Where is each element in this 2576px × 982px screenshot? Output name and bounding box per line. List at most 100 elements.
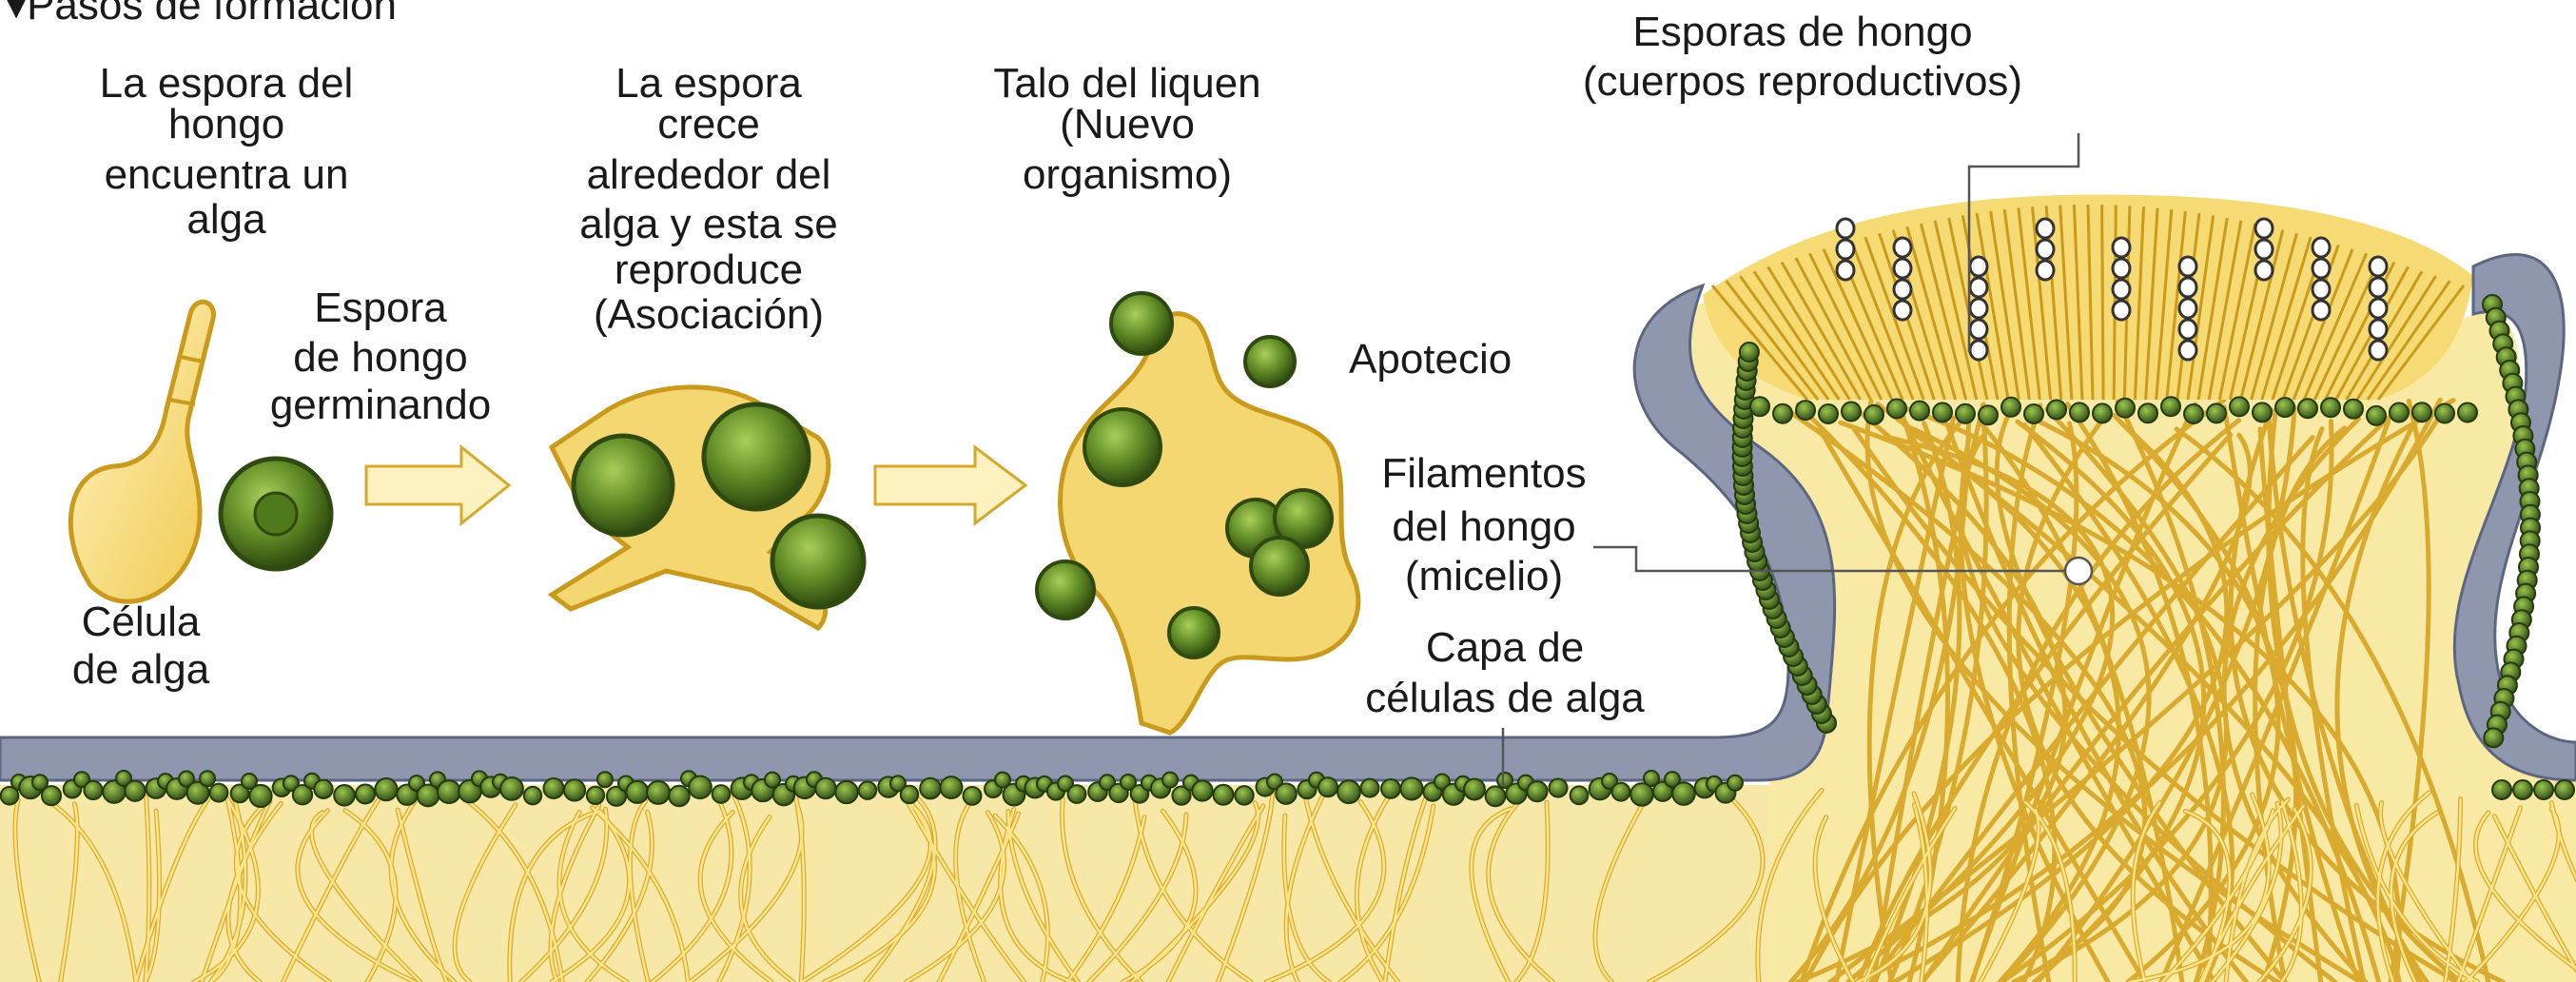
label-line: del hongo xyxy=(1392,503,1575,550)
label-line: Esporas de hongo xyxy=(1632,9,1972,55)
algal-bead xyxy=(712,785,731,803)
algal-bead xyxy=(1979,405,1998,424)
algal-bead xyxy=(2492,780,2511,799)
fungal-spore xyxy=(1837,219,1854,238)
fungal-spore xyxy=(1970,278,1987,297)
algal-bead xyxy=(1727,776,1743,791)
step3-caption-line: Talo del liquen xyxy=(993,60,1260,107)
algal-bead xyxy=(2390,403,2409,422)
algal-cell xyxy=(1084,409,1161,485)
algal-bead xyxy=(1887,400,1906,419)
algal-bead xyxy=(1162,773,1178,788)
step2-illustration xyxy=(552,387,864,628)
algal-cell xyxy=(772,516,864,607)
algal-cell xyxy=(1037,561,1094,619)
label-line: (cuerpos reproductivos) xyxy=(1583,58,2022,105)
step3-illustration xyxy=(1037,293,1358,733)
step2-caption-line: crece xyxy=(657,101,760,147)
step2-caption-line: La espora xyxy=(615,60,802,107)
algal-bead xyxy=(1842,403,1861,422)
label-line: Espora xyxy=(314,285,447,331)
fungal-spore xyxy=(2037,261,2054,280)
algal-cell xyxy=(1111,293,1172,354)
label-apothecium: Apotecio xyxy=(1349,336,1512,383)
algal-bead xyxy=(1381,779,1400,798)
algal-bead xyxy=(1819,404,1838,423)
fungal-spore xyxy=(2179,341,2196,360)
algal-bead xyxy=(647,781,670,804)
germinating-spore xyxy=(70,302,213,601)
algal-bead xyxy=(2207,403,2226,422)
algal-bead xyxy=(543,778,563,798)
fungal-spore xyxy=(1970,320,1987,339)
label-line: Capa de xyxy=(1426,624,1584,671)
fungal-spore xyxy=(1970,299,1987,318)
algal-bead xyxy=(2116,399,2135,418)
algal-bead xyxy=(669,786,689,806)
algal-bead xyxy=(941,776,963,798)
algal-bead xyxy=(2298,399,2317,418)
fungal-spore xyxy=(2113,259,2130,278)
label-spore-germinating: Espora de hongo germinando xyxy=(270,285,491,428)
step-arrow-icon xyxy=(875,447,1025,523)
algal-bead xyxy=(356,784,375,803)
algal-bead xyxy=(2161,397,2180,416)
algal-bead xyxy=(2001,398,2020,417)
algal-bead xyxy=(1192,780,1212,800)
algal-cell xyxy=(574,436,673,535)
algal-cell-nucleus xyxy=(255,493,297,535)
algal-bead xyxy=(1337,780,1360,803)
fungal-spore xyxy=(1837,261,1854,280)
algal-cell xyxy=(704,404,809,509)
algal-bead xyxy=(597,772,613,787)
algal-bead xyxy=(438,780,460,803)
algal-bead xyxy=(84,781,102,799)
step1-caption-line: encuentra un xyxy=(105,151,349,198)
step2-caption-line: alga y esta se xyxy=(579,201,838,247)
algal-cell xyxy=(1169,608,1219,658)
label-line: Célula xyxy=(82,599,201,645)
fungal-spore xyxy=(2037,219,2054,238)
fungal-spore xyxy=(1894,259,1911,278)
algal-bead xyxy=(2093,403,2112,422)
page-title: ▾Pasos de formación xyxy=(6,0,397,29)
step-arrow-icon xyxy=(366,447,509,523)
fungal-spore xyxy=(2113,301,2130,320)
label-hyphae: Filamentos del hongo (micelio) xyxy=(1381,450,1586,599)
algal-bead xyxy=(334,785,355,806)
algal-bead xyxy=(2412,403,2431,422)
step1-illustration xyxy=(70,302,331,601)
algal-bead xyxy=(1864,405,1883,424)
algal-bead xyxy=(1773,404,1792,423)
algal-bead xyxy=(901,786,918,803)
algal-bead xyxy=(1400,777,1422,799)
algal-bead xyxy=(835,781,857,803)
algal-bead xyxy=(2435,404,2454,423)
algal-bead xyxy=(1750,397,1769,416)
algal-bead xyxy=(964,787,982,805)
algal-bead xyxy=(2253,403,2272,422)
leader-target xyxy=(2065,558,2092,584)
algal-bead xyxy=(2070,403,2089,422)
algal-bead xyxy=(2321,398,2340,417)
label-line: de alga xyxy=(72,646,210,693)
algal-bead xyxy=(1672,782,1695,805)
algal-bead xyxy=(1235,786,1253,804)
algal-bead xyxy=(2024,404,2043,423)
hymenium-filament xyxy=(2102,205,2104,400)
fungal-spore xyxy=(2370,341,2387,360)
label-algal-cell: Célula de alga xyxy=(72,599,210,693)
fungal-spore xyxy=(2313,280,2330,299)
apothecium-spore-layer xyxy=(1703,194,2473,400)
fungal-spore xyxy=(1894,280,1911,299)
step2-caption-line: reproduce xyxy=(615,246,803,293)
algal-bead xyxy=(1486,786,1506,806)
algal-bead xyxy=(1956,404,1975,423)
algal-bead xyxy=(314,780,332,798)
algal-bead xyxy=(1068,785,1086,803)
algal-bead xyxy=(1464,779,1485,800)
fungal-spore xyxy=(2313,259,2330,278)
algal-bead xyxy=(1740,343,1759,362)
fungal-spore xyxy=(2370,257,2387,276)
fungal-spore xyxy=(1970,257,1987,276)
